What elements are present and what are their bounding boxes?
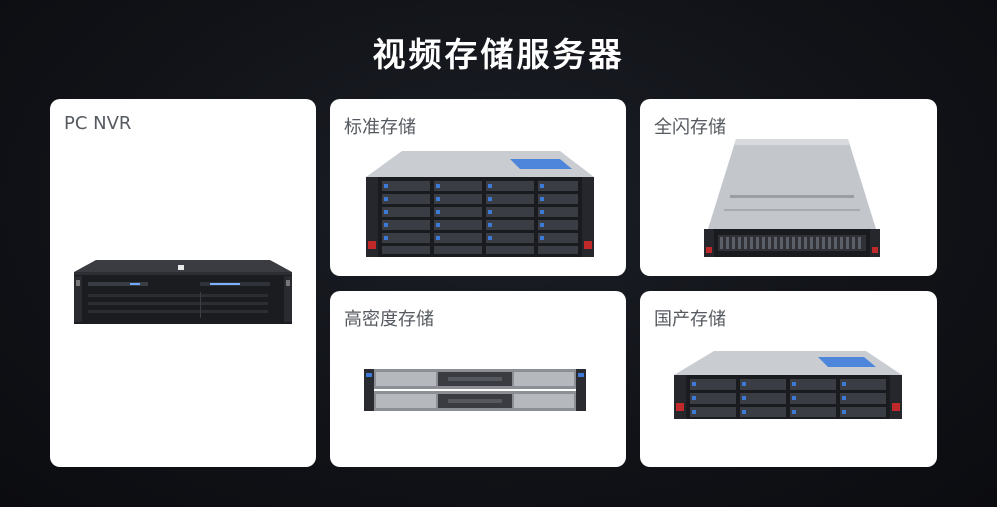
- card-pc-nvr[interactable]: PC NVR: [50, 99, 316, 467]
- card-label: 全闪存储: [654, 117, 726, 138]
- high-density-storage-image: [362, 367, 588, 415]
- page-title: 视频存储服务器: [372, 35, 625, 74]
- card-high-density-storage[interactable]: 高密度存储: [330, 291, 626, 467]
- card-domestic-storage[interactable]: 国产存储: [640, 291, 937, 467]
- 4u-storage-server-image: [360, 149, 598, 261]
- nvr-recorder-image: [70, 256, 296, 328]
- 2u-domestic-storage-image: [670, 349, 906, 423]
- card-label: 国产存储: [654, 309, 726, 330]
- card-label: PC NVR: [64, 113, 132, 134]
- card-standard-storage[interactable]: 标准存储: [330, 99, 626, 276]
- all-flash-server-image: [700, 137, 884, 263]
- card-label: 高密度存储: [344, 309, 434, 330]
- card-all-flash-storage[interactable]: 全闪存储: [640, 99, 937, 276]
- card-label: 标准存储: [344, 117, 416, 138]
